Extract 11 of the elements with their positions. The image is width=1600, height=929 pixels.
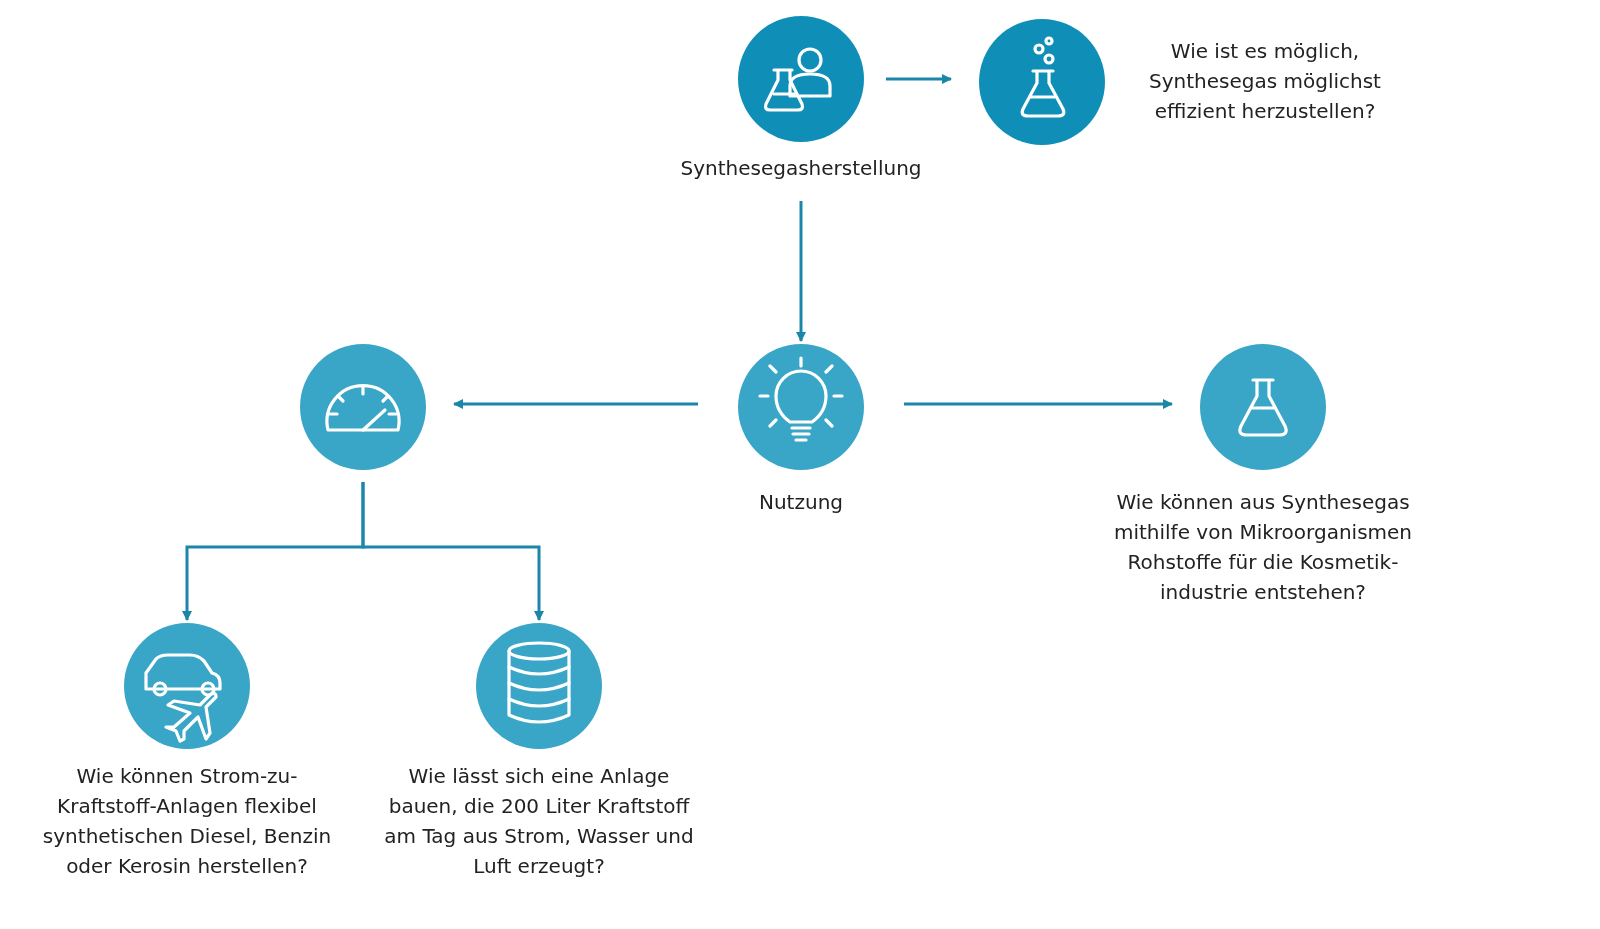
node-label: Wie können aus Synthesegas mithilfe von Mikroorganismen Rohstoffe für die Kosmetik-industrie entstehen?: [1112, 489, 1414, 606]
node-label: Synthesegasherstellung: [679, 155, 923, 182]
node-label: Nutzung: [758, 489, 844, 516]
question-text: Wie ist es möglich, Synthesegas möglichst effizient herzustellen?: [1148, 38, 1382, 125]
arrow: [796, 201, 806, 342]
arrow: [904, 399, 1173, 409]
arrow: [453, 399, 698, 409]
question-text: Wie können Strom-zu-Kraftstoff-Anlagen flexibel synthetischen Diesel, Benzin oder Kerosin herstellen?: [41, 763, 333, 880]
arrow: [361, 482, 544, 621]
arrow: [886, 74, 952, 84]
node-label: Wie lässt sich eine Anlage bauen, die 200 Liter Kraftstoff am Tag aus Strom, Wasser und Luft erzeugt?: [383, 763, 695, 880]
